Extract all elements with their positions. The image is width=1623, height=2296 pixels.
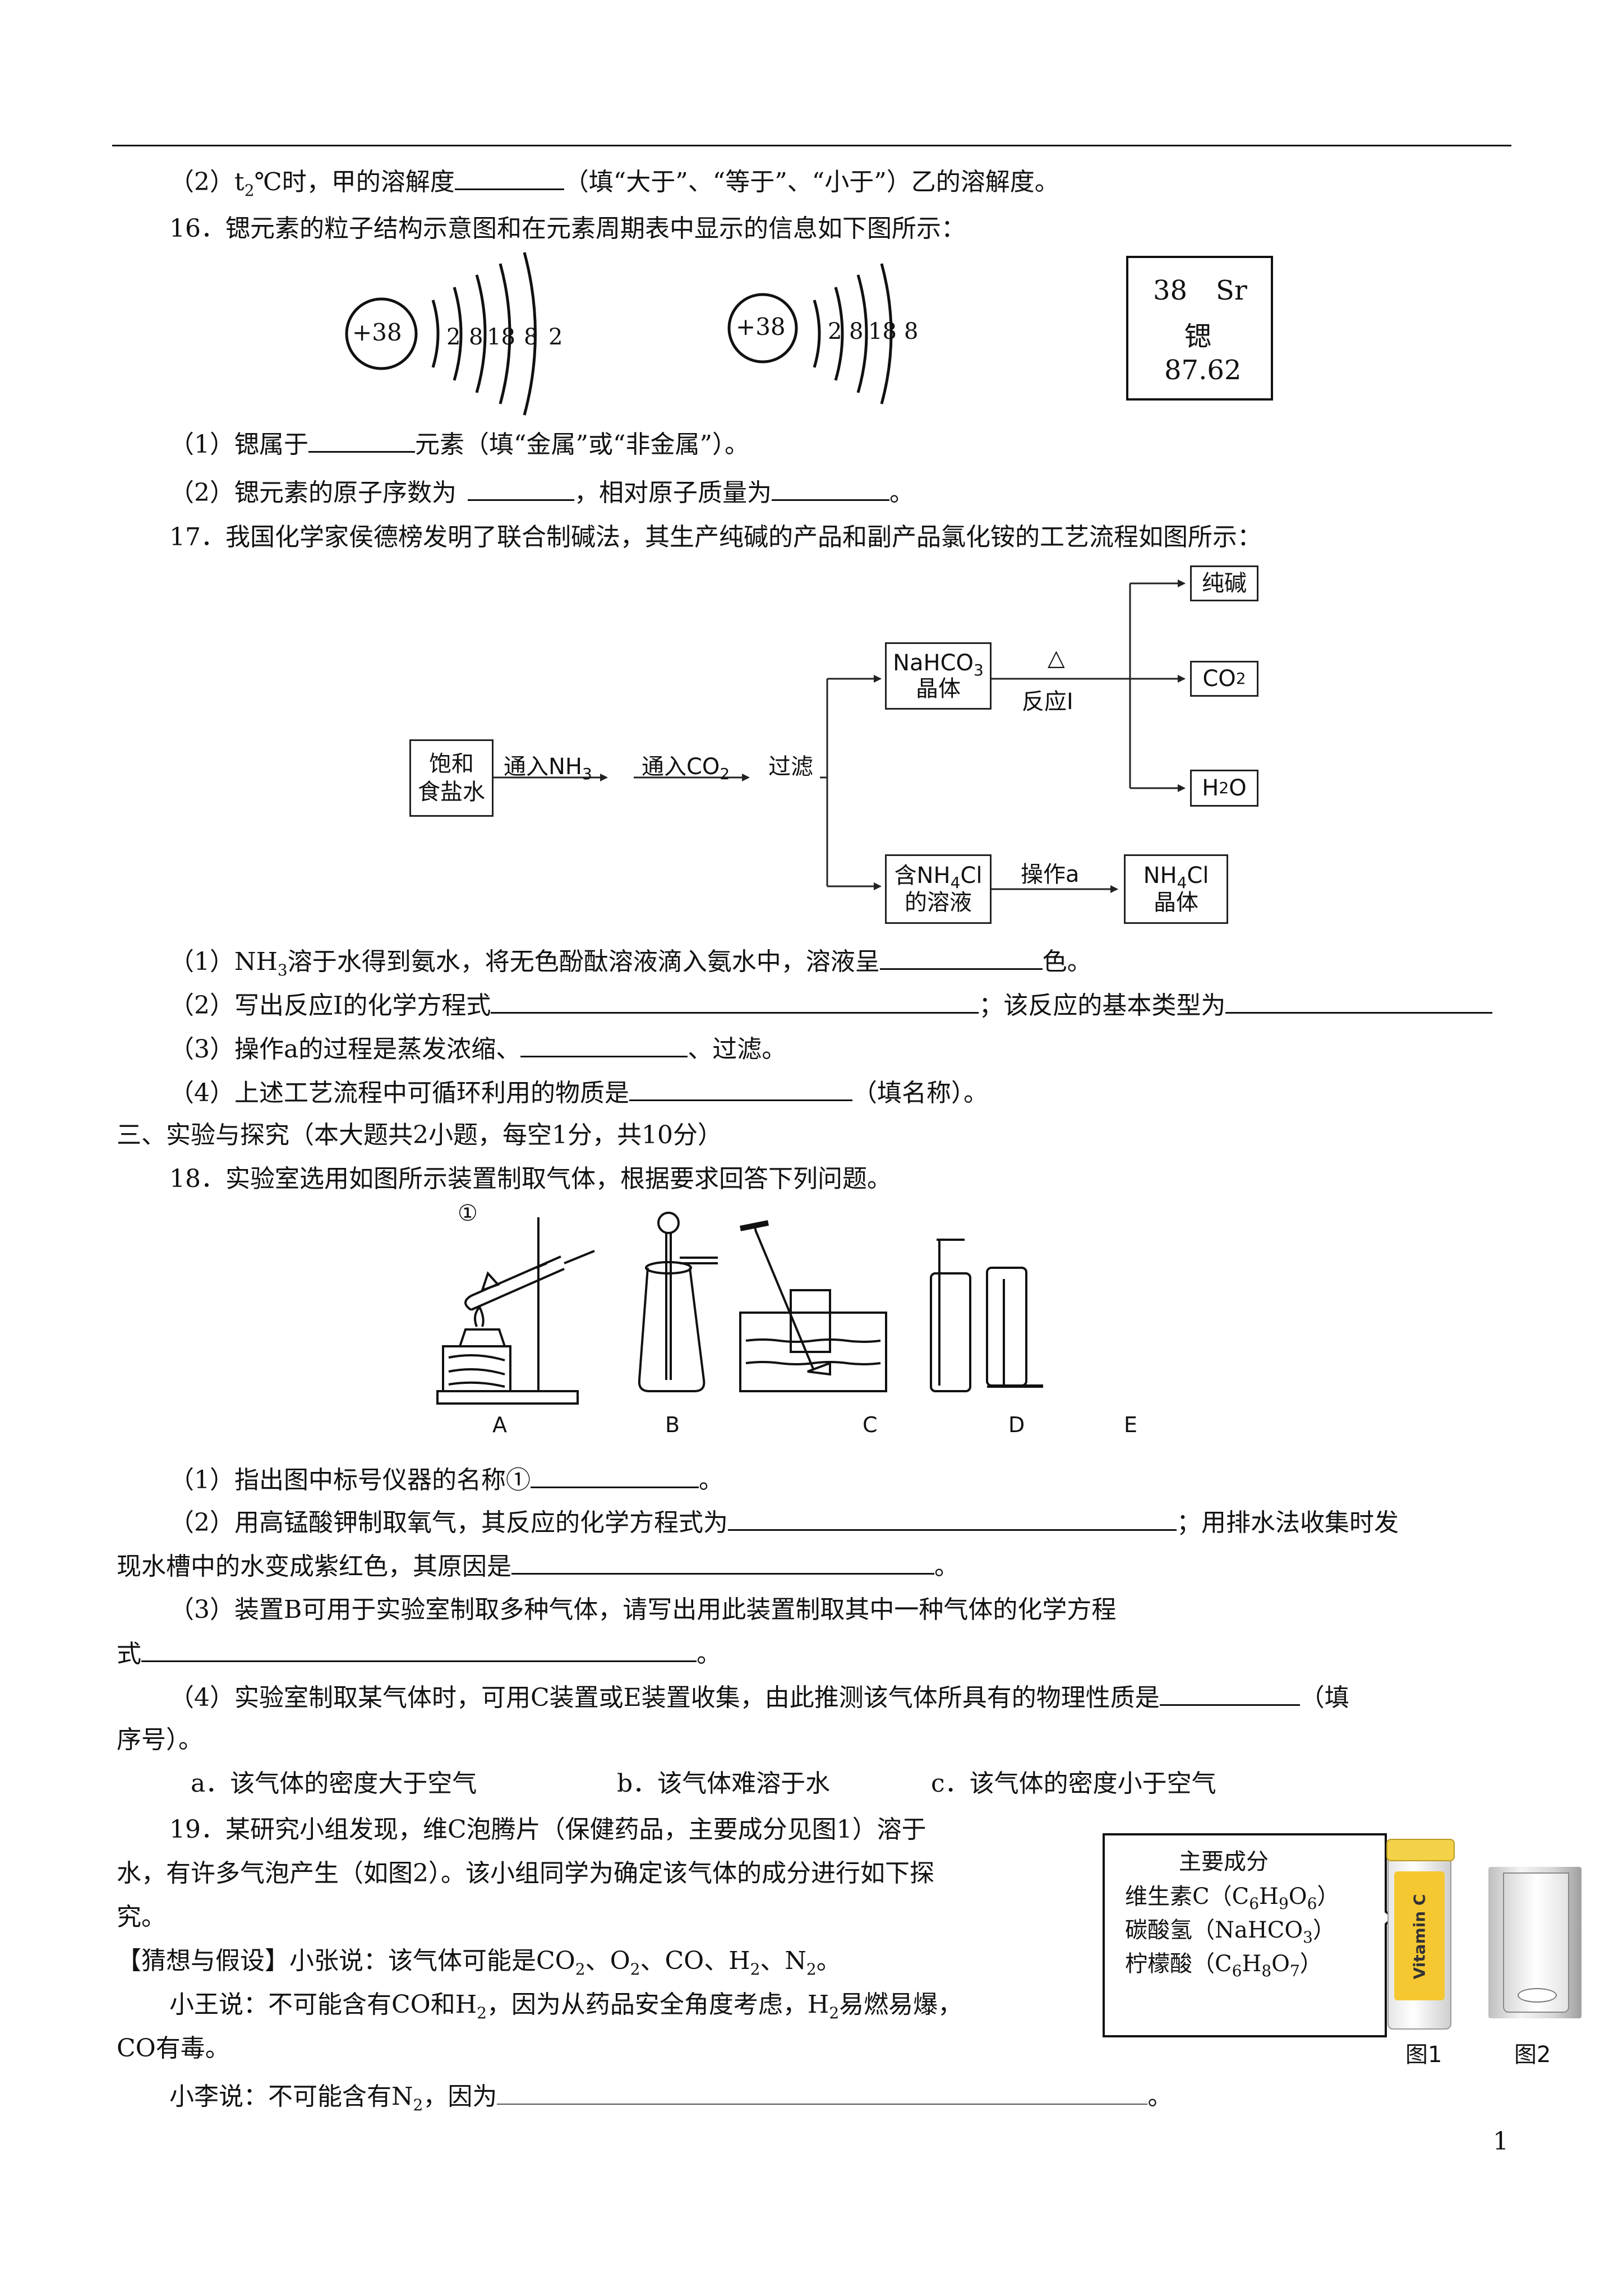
effervescent-glass-image — [1488, 1867, 1581, 2018]
answer-blank[interactable] — [511, 1550, 934, 1575]
flow-nh4cl-solution: 含NH4Cl 的溶液 — [885, 854, 992, 924]
q18-sub2: （2）用高锰酸钾制取氧气，其反应的化学方程式为；用排水法收集时发 — [169, 1507, 1399, 1539]
q19-wang: 小王说：不可能含有CO和H2，因为从药品安全角度考虑，H2易燃易爆， — [169, 1990, 963, 2022]
ion-nucleus-label: +38 — [736, 313, 786, 341]
atomic-number: 38 — [1153, 275, 1188, 306]
answer-blank[interactable] — [308, 429, 415, 453]
q18-sub2-line2: 现水槽中的水变成紫红色，其原因是。 — [117, 1550, 959, 1582]
ingredient-vitamin-c: 维生素C（C6H9O6） — [1125, 1884, 1340, 1913]
q19-line1: 19．某研究小组发现，维C泡腾片（保健药品，主要成分见图1）溶于 — [169, 1815, 926, 1844]
q18-option-b: b．该气体难溶于水 — [617, 1769, 831, 1798]
answer-blank[interactable] — [454, 166, 564, 190]
q18-title: 18．实验室选用如图所示装置制取气体，根据要求回答下列问题。 — [169, 1165, 892, 1193]
flow-step-filter: 过滤 — [768, 754, 813, 780]
answer-blank[interactable] — [491, 990, 979, 1014]
element-symbol: Sr — [1216, 275, 1247, 306]
q19-li: 小李说：不可能含有N2，因为。 — [169, 2081, 1173, 2114]
q19-wang-line2: CO有毒。 — [117, 2034, 230, 2063]
periodic-table-cell: 38 Sr 锶 87.62 — [1126, 256, 1273, 401]
answer-blank[interactable] — [1159, 1682, 1300, 1706]
q17-sub3: （3）操作a的过程是蒸发浓缩、、过滤。 — [169, 1033, 786, 1065]
apparatus-label-b: B — [665, 1412, 680, 1437]
tube-label-text: Vitamin C — [1410, 1894, 1429, 1980]
section-3-heading: 三、实验与探究（本大题共2小题，每空1分，共10分） — [117, 1121, 722, 1149]
strontium-ion-diagram — [727, 263, 893, 404]
ingredient-callout: 主要成分 维生素C（C6H9O6） 碳酸氢（NaHCO3） 柠檬酸（C6H8O7… — [1103, 1833, 1386, 2036]
flow-reaction-label: 反应Ⅰ — [1022, 689, 1073, 715]
flow-operation-a: 操作a — [1021, 862, 1080, 887]
q17-sub4: （4）上述工艺流程中可循环利用的物质是（填名称）。 — [169, 1077, 988, 1109]
answer-blank[interactable] — [531, 1464, 699, 1488]
apparatus-label-d: D — [1008, 1412, 1025, 1437]
q19-line3: 究。 — [117, 1903, 166, 1931]
q15-part2: （2）t2℃时，甲的溶解度（填“大于”、“等于”、“小于”）乙的溶解度。 — [169, 166, 1059, 198]
apparatus-marker-1: ① — [458, 1200, 478, 1226]
vitamin-c-tube-image: Vitamin C — [1386, 1839, 1455, 2030]
figure-2-label: 图2 — [1514, 2042, 1551, 2068]
q18-sub1: （1）指出图中标号仪器的名称①。 — [169, 1464, 723, 1496]
q18-option-a: a．该气体的密度大于空气 — [191, 1769, 477, 1798]
q18-sub4-line2: 序号）。 — [117, 1726, 203, 1754]
answer-blank[interactable] — [728, 1507, 1177, 1531]
ingredient-sodium-bicarbonate: 碳酸氢（NaHCO3） — [1125, 1917, 1335, 1947]
atom-shell-1: 2 — [446, 324, 461, 350]
q18-option-c: c．该气体的密度小于空气 — [931, 1769, 1216, 1798]
ion-shell-4: 8 — [904, 319, 919, 344]
answer-blank[interactable] — [497, 2081, 1148, 2105]
q16-title: 16．锶元素的粒子结构示意图和在元素周期表中显示的信息如下图所示： — [169, 214, 966, 243]
answer-blank[interactable] — [879, 946, 1043, 970]
answer-blank[interactable] — [141, 1638, 697, 1662]
answer-blank[interactable] — [629, 1077, 852, 1101]
element-name: 锶 — [1184, 321, 1212, 352]
page-number: 1 — [1493, 2127, 1509, 2156]
flow-nh4cl-crystal: NH4Cl 晶体 — [1124, 854, 1228, 924]
lab-apparatus-figure — [436, 1212, 1043, 1405]
figure-1-label: 图1 — [1405, 2042, 1442, 2068]
q17-sub2: （2）写出反应Ⅰ的化学方程式；该反应的基本类型为 — [169, 990, 1493, 1022]
flow-nahco3-crystal: NaHCO3 晶体 — [885, 642, 992, 710]
apparatus-label-e: E — [1124, 1412, 1138, 1437]
q18-sub3: （3）装置B可用于实验室制取多种气体，请写出用此装置制取其中一种气体的化学方程 — [169, 1595, 1117, 1624]
ingredient-citric-acid: 柠檬酸（C6H8O7） — [1125, 1951, 1322, 1980]
flow-output-soda-ash: 纯碱 — [1190, 565, 1258, 601]
atomic-mass: 87.62 — [1164, 355, 1242, 386]
answer-blank[interactable] — [772, 477, 889, 501]
atom-shell-5: 2 — [548, 324, 563, 350]
atom-shell-2: 8 — [469, 324, 483, 350]
q16-sub2: （2）锶元素的原子序数为，相对原子质量为。 — [169, 477, 914, 509]
q18-sub3-line2: 式。 — [117, 1638, 721, 1670]
apparatus-label-c: C — [863, 1412, 878, 1437]
q18-sub4: （4）实验室制取某气体时，可用C装置或E装置收集，由此推测该气体所具有的物理性质… — [169, 1682, 1349, 1714]
header-rule — [112, 145, 1511, 146]
flow-step-nh3: 通入NH3 — [504, 754, 592, 783]
ion-shell-2: 8 — [849, 319, 864, 344]
flow-step-co2: 通入CO2 — [642, 754, 730, 783]
answer-blank[interactable] — [520, 1033, 688, 1057]
q16-sub1: （1）锶属于元素（填“金属”或“非金属”）。 — [169, 429, 749, 461]
atom-nucleus-label: +38 — [352, 319, 402, 346]
atom-shell-4: 8 — [524, 324, 538, 350]
flow-saturated-brine: 饱和 食盐水 — [409, 739, 494, 817]
answer-blank[interactable] — [468, 477, 574, 501]
q19-hypothesis: 【猜想与假设】小张说：该气体可能是CO2、O2、CO、H2、N2。 — [117, 1947, 841, 1978]
q17-title: 17．我国化学家侯德榜发明了联合制碱法，其生产纯碱的产品和副产品氯化铵的工艺流程… — [169, 523, 1262, 551]
flow-heat-symbol: △ — [1048, 645, 1065, 671]
q17-sub1: （1）NH3溶于水得到氨水，将无色酚酞溶液滴入氨水中，溶液呈色。 — [169, 946, 1092, 978]
ion-shell-1: 2 — [828, 319, 842, 344]
strontium-atom-diagram — [345, 252, 537, 416]
flow-arrows — [494, 579, 1186, 893]
ion-shell-3: 18 — [868, 319, 897, 344]
ingredient-title: 主要成分 — [1179, 1849, 1269, 1875]
answer-blank[interactable] — [1225, 990, 1493, 1014]
apparatus-label-a: A — [492, 1412, 507, 1437]
atom-shell-3: 18 — [487, 324, 515, 350]
q19-line2: 水，有许多气泡产生（如图2）。该小组同学为确定该气体的成分进行如下探 — [117, 1859, 934, 1888]
